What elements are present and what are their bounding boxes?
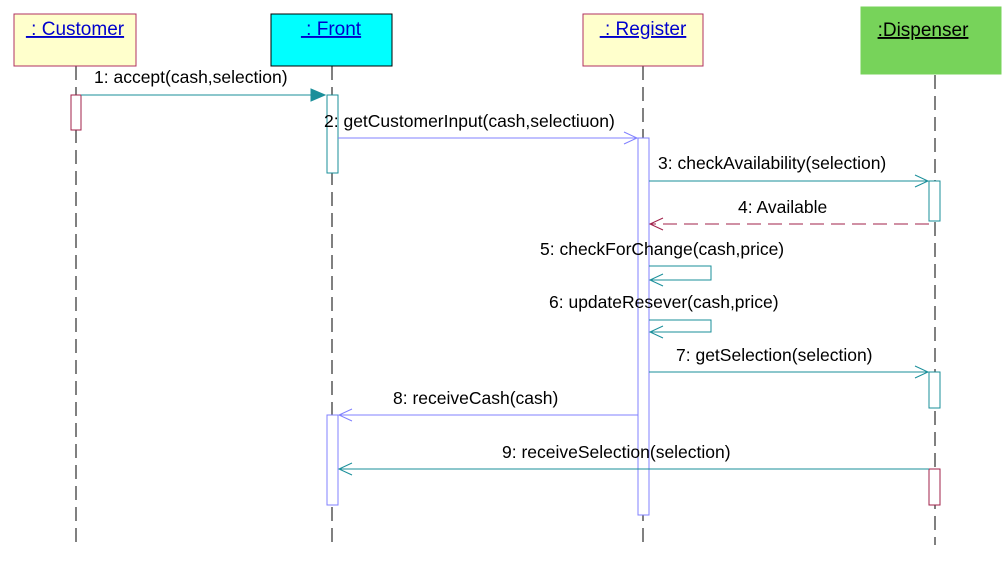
message-2-label: 2: getCustomerInput(cash,selectiuon) — [324, 111, 615, 131]
activation-dispenser-1 — [928, 180, 941, 222]
message-6-arrowhead — [648, 325, 664, 339]
object-register-label: : Register — [600, 19, 687, 40]
activation-dispenser-3 — [928, 468, 941, 506]
messages: 1: accept(cash,selection) 2: getCustomer… — [81, 67, 930, 476]
message-9-arrowhead — [337, 462, 353, 476]
message-8-arrowhead — [337, 408, 353, 422]
message-7[interactable]: 7: getSelection(selection) — [649, 345, 930, 379]
message-9-label: 9: receiveSelection(selection) — [502, 442, 731, 462]
message-1[interactable]: 1: accept(cash,selection) — [81, 67, 327, 102]
message-2-arrowhead — [623, 131, 639, 145]
object-dispenser[interactable]: :Dispenser — [860, 6, 1002, 75]
message-7-label: 7: getSelection(selection) — [676, 345, 873, 365]
message-6-label: 6: updateResever(cash,price) — [549, 292, 779, 312]
message-5-arrowhead — [648, 273, 664, 287]
activation-register — [637, 137, 650, 516]
message-5[interactable]: 5: checkForChange(cash,price) — [540, 239, 784, 287]
message-4[interactable]: 4: Available — [648, 197, 929, 231]
activation-dispenser-2 — [928, 371, 941, 409]
message-1-label: 1: accept(cash,selection) — [94, 67, 288, 87]
object-front-box — [270, 13, 393, 67]
message-1-arrowhead — [310, 88, 327, 102]
object-front[interactable]: : Front — [270, 13, 393, 67]
message-3-label: 3: checkAvailability(selection) — [658, 153, 886, 173]
activations — [70, 94, 941, 516]
object-customer[interactable]: : Customer — [13, 13, 137, 67]
message-6-loop — [649, 319, 712, 333]
message-7-arrowhead — [914, 365, 930, 379]
message-3-arrowhead — [914, 174, 930, 188]
activation-front-1 — [326, 94, 339, 174]
message-4-arrowhead — [648, 217, 664, 231]
object-dispenser-box — [860, 6, 1002, 75]
object-customer-label: : Customer — [26, 19, 125, 40]
message-8-label: 8: receiveCash(cash) — [393, 388, 558, 408]
message-4-label: 4: Available — [738, 197, 827, 217]
activation-customer — [70, 94, 82, 131]
message-5-loop — [649, 265, 712, 281]
object-front-label: : Front — [301, 19, 362, 40]
object-register-box — [582, 13, 704, 67]
message-3[interactable]: 3: checkAvailability(selection) — [649, 153, 930, 188]
object-dispenser-label: :Dispenser — [878, 20, 969, 41]
activation-front-2 — [326, 414, 339, 506]
object-customer-box — [13, 13, 137, 67]
message-8[interactable]: 8: receiveCash(cash) — [337, 388, 638, 422]
object-register[interactable]: : Register — [582, 13, 704, 67]
message-9[interactable]: 9: receiveSelection(selection) — [337, 442, 929, 476]
message-6[interactable]: 6: updateResever(cash,price) — [549, 292, 779, 339]
message-2[interactable]: 2: getCustomerInput(cash,selectiuon) — [324, 111, 639, 145]
message-5-label: 5: checkForChange(cash,price) — [540, 239, 784, 259]
